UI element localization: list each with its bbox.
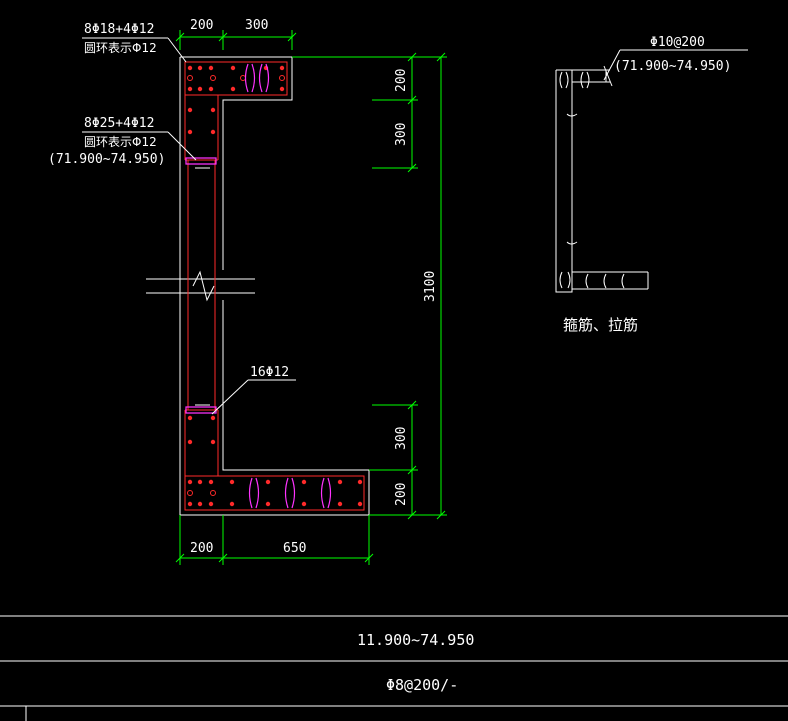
dim-bottom-right: 650 <box>283 541 306 556</box>
dim-right-bottom-2: 200 <box>394 483 409 506</box>
section-outline <box>179 56 370 516</box>
dim-right-bottom-1: 300 <box>394 427 409 450</box>
mid-rebar-label: 8Φ25+4Φ12 <box>84 116 154 131</box>
ring-bars <box>187 75 285 496</box>
stirrup-detail <box>555 49 748 293</box>
mid-ring-note: 圆环表示Φ12 <box>84 135 157 149</box>
table-elevation-cell: 11.900~74.950 <box>357 631 474 649</box>
rebar-lines <box>184 61 365 511</box>
schedule-table <box>0 615 788 721</box>
dim-right-top-1: 200 <box>394 69 409 92</box>
break-line <box>146 270 255 302</box>
stirrup-spec-label: Φ10@200 <box>650 35 705 50</box>
tie-bars <box>185 63 332 509</box>
dim-top-left: 200 <box>190 18 213 33</box>
dim-right-total: 3100 <box>423 271 438 302</box>
bottom-rebar-label: 16Φ12 <box>250 365 289 380</box>
dim-right-top-2: 300 <box>394 123 409 146</box>
leader-lines <box>82 37 296 415</box>
top-ring-note: 圆环表示Φ12 <box>84 41 157 55</box>
top-rebar-label: 8Φ18+4Φ12 <box>84 22 154 37</box>
mid-elevation-range: (71.900~74.950) <box>48 152 165 167</box>
dim-top-right: 300 <box>245 18 268 33</box>
dim-bottom-left: 200 <box>190 541 213 556</box>
table-stirrup-cell: Φ8@200/- <box>386 676 458 694</box>
stirrup-elevation-range: (71.900~74.950) <box>614 59 731 74</box>
rebar-dots <box>187 65 363 507</box>
dimension-lines <box>175 30 447 565</box>
stirrup-caption: 箍筋、拉筋 <box>563 316 638 334</box>
small-white-ticks <box>195 167 210 406</box>
